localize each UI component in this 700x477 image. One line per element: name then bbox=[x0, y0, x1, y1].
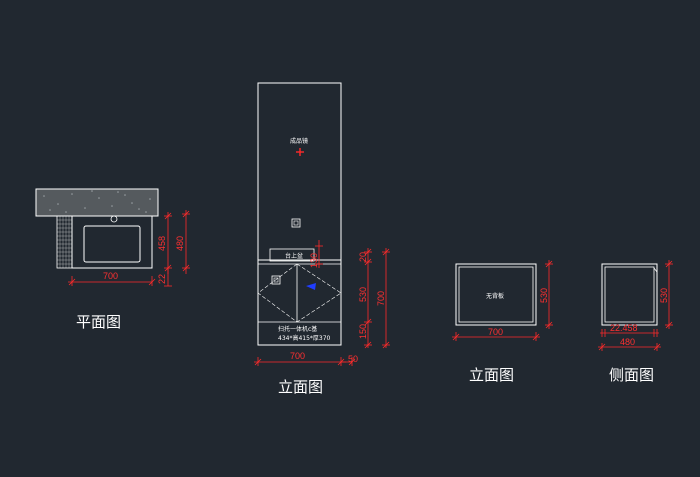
plan-view: 700 458 480 22 平面图 bbox=[35, 188, 190, 331]
plan-dimensions bbox=[68, 210, 190, 287]
front2-dim-width: 700 bbox=[488, 327, 503, 337]
plan-dim-22: 22 bbox=[157, 274, 167, 284]
door-swing-lines bbox=[257, 263, 342, 323]
front-dim-50: 50 bbox=[348, 354, 358, 364]
cabinet-outlet-inner bbox=[273, 277, 279, 283]
front-dim-150: 150 bbox=[358, 324, 368, 339]
front2-dim-530: 530 bbox=[539, 288, 549, 303]
front-elevation: 成品镜 台上盆 扫托一体机c基 434*高415*厚370 bbox=[254, 82, 390, 396]
vanity-cabinet bbox=[257, 259, 342, 346]
side-view-title: 侧面图 bbox=[609, 366, 654, 384]
side-dim-530: 530 bbox=[659, 288, 669, 303]
mirror-center-mark bbox=[296, 148, 304, 156]
front-elevation-2: 无背板 700 530 立面图 bbox=[452, 260, 553, 384]
side-dim-inner: 22.458 bbox=[610, 323, 638, 333]
mirror-cabinet bbox=[257, 82, 342, 261]
plan-dim-width: 700 bbox=[103, 271, 118, 281]
front-dim-130: 130 bbox=[309, 253, 319, 268]
front-dim-width: 700 bbox=[290, 351, 305, 361]
countertop-speckle bbox=[43, 190, 151, 213]
grid-pattern bbox=[57, 216, 72, 268]
counter-basin-label: 台上盆 bbox=[285, 252, 303, 260]
side-edge-mark bbox=[653, 267, 658, 273]
mirror-label: 成品镜 bbox=[290, 137, 308, 145]
no-back-panel-label: 无背板 bbox=[486, 292, 504, 300]
grid-panel bbox=[56, 215, 73, 269]
cabinet-inner bbox=[458, 266, 534, 323]
plan-dim-458: 458 bbox=[157, 236, 167, 251]
machine-label-line2: 434*高415*厚370 bbox=[278, 334, 331, 342]
basin-outline bbox=[83, 225, 141, 263]
machine-label-line1: 扫托一体机c基 bbox=[278, 325, 317, 333]
side-dimensions bbox=[598, 260, 673, 351]
front-dim-530: 530 bbox=[358, 287, 368, 302]
front2-view-title: 立面图 bbox=[469, 366, 514, 384]
mirror-outlet-box bbox=[291, 218, 301, 228]
side-dim-width: 480 bbox=[620, 337, 635, 347]
cabinet-outline bbox=[71, 215, 153, 269]
cabinet-outer bbox=[455, 263, 537, 326]
mirror-outlet-inner bbox=[293, 220, 299, 226]
front-view-title: 立面图 bbox=[278, 378, 323, 396]
side-view: 22.458 480 530 侧面图 bbox=[598, 260, 673, 384]
tap-hole bbox=[110, 215, 118, 223]
front2-dimensions bbox=[452, 260, 553, 341]
front-dimensions bbox=[254, 240, 390, 366]
side-inner bbox=[604, 266, 655, 323]
countertop-slab bbox=[35, 188, 159, 217]
blue-marker bbox=[306, 283, 316, 290]
plan-view-title: 平面图 bbox=[76, 313, 121, 331]
front-dim-20: 20 bbox=[358, 252, 368, 262]
counter-basin bbox=[269, 248, 315, 262]
cabinet-outlet bbox=[271, 275, 281, 285]
plan-dim-480: 480 bbox=[175, 236, 185, 251]
side-outer bbox=[601, 263, 658, 326]
front-dim-700: 700 bbox=[376, 291, 386, 306]
